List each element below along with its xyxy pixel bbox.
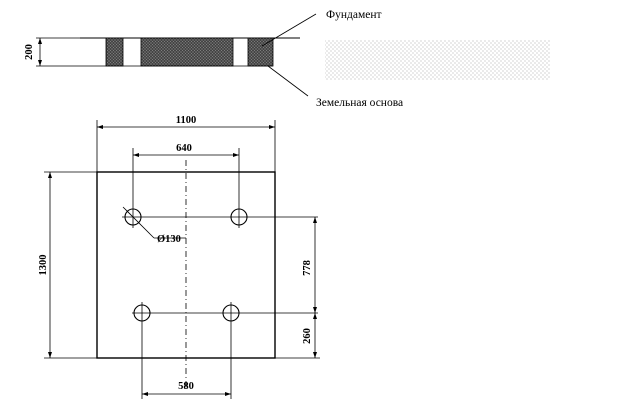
foundation-block-right <box>247 37 274 67</box>
leader-foundation <box>261 13 317 47</box>
dim-plate-width: 1100 <box>176 115 196 126</box>
leader-hole-diameter <box>122 206 155 239</box>
ground-dotted-area <box>325 40 550 80</box>
dim-hole-diameter: Ø130 <box>157 234 181 245</box>
plan-view: Ø130 1100 640 580 1300 <box>38 115 320 399</box>
dim-vertical-bolt-spacing: 778 <box>302 260 313 276</box>
label-foundation: Фундамент <box>326 9 382 21</box>
dim-bottom-offset: 260 <box>302 328 313 344</box>
foundation-block-left <box>105 37 124 67</box>
dim-plate-height: 1300 <box>38 255 49 276</box>
label-ground-base: Земельная основа <box>316 97 403 109</box>
side-view: 200 Фундамент Земельная основа <box>24 9 550 109</box>
dim-foundation-height: 200 <box>24 44 35 60</box>
dim-bottom-bolt-spacing: 580 <box>178 381 194 392</box>
dim-top-bolt-spacing: 640 <box>176 143 192 154</box>
foundation-block-middle <box>140 37 234 67</box>
leader-ground <box>267 65 309 97</box>
